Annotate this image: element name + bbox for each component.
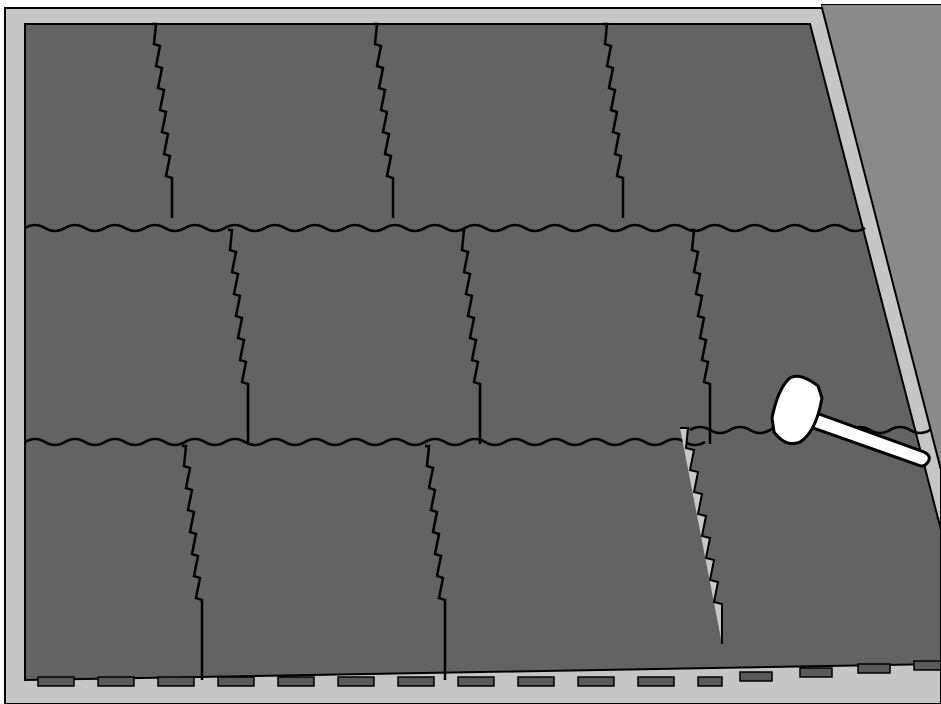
tile-surface bbox=[24, 23, 941, 682]
seam-highlight bbox=[680, 427, 723, 644]
edge-pieces bbox=[37, 660, 941, 687]
seam-vertical bbox=[603, 22, 625, 218]
seam-vertical bbox=[460, 228, 482, 444]
seam-vertical bbox=[425, 444, 447, 680]
seam-horizontal-2 bbox=[24, 437, 706, 447]
wall-strip bbox=[822, 5, 941, 704]
seam-vertical bbox=[228, 228, 250, 444]
seam-vertical bbox=[373, 22, 395, 218]
seam-vertical bbox=[152, 22, 174, 218]
seam-vertical bbox=[182, 444, 204, 680]
seam-horizontal-1 bbox=[24, 223, 866, 233]
rubber-mallet-icon bbox=[770, 374, 931, 468]
seam-vertical bbox=[690, 228, 712, 444]
